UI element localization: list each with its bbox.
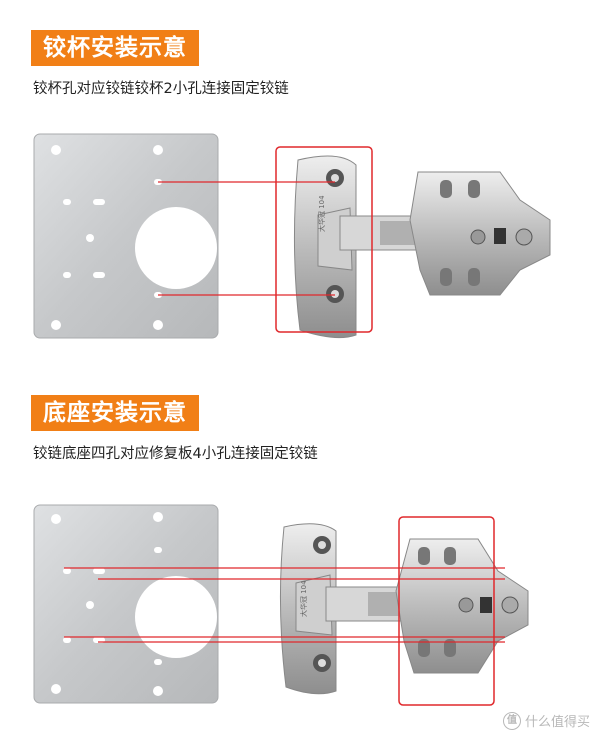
highlight-box-base xyxy=(398,516,495,706)
repair-plate-2 xyxy=(33,504,219,704)
highlight-box-cup xyxy=(275,146,373,333)
hinge-image: 大华冠 104 xyxy=(293,155,551,339)
section2-description: 铰链底座四孔对应修复板4小孔连接固定铰链 xyxy=(33,446,318,462)
watermark-logo-icon: 值 xyxy=(502,711,521,730)
section2-title: 底座安装示意 xyxy=(43,400,187,426)
section1-description: 铰杯孔对应铰链铰杯2小孔连接固定铰链 xyxy=(33,81,289,97)
section1-title: 铰杯安装示意 xyxy=(43,35,187,61)
section2-figure: 大华冠 104 xyxy=(33,504,529,706)
hinge-stamp-text-2: 大华冠 104 xyxy=(299,580,308,617)
hinge-image-2: 大华冠 104 xyxy=(279,523,529,695)
watermark: 值 什么值得买 xyxy=(502,711,590,730)
section1-title-badge: 铰杯安装示意 xyxy=(31,30,199,66)
hinge-stamp-text: 大华冠 104 xyxy=(317,195,326,232)
watermark-text: 什么值得买 xyxy=(524,715,590,730)
section2-title-badge: 底座安装示意 xyxy=(31,395,199,431)
repair-plate xyxy=(33,133,219,339)
section1-figure: 大华冠 104 xyxy=(33,133,551,339)
